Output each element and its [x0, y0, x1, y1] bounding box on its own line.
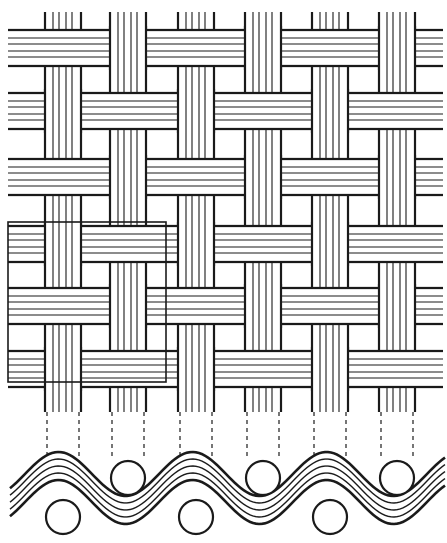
- warp-over-crossing: [110, 284, 146, 328]
- weft-yarn: [8, 159, 443, 195]
- warp-over-crossing: [245, 155, 281, 199]
- warp-over-crossing: [178, 89, 214, 133]
- warp-over-crossing: [245, 26, 281, 70]
- warp-over-crossing: [45, 89, 81, 133]
- warp-over-crossing: [312, 89, 348, 133]
- warp-over-crossing: [312, 222, 348, 266]
- warp-over-crossing: [245, 284, 281, 328]
- warp-over-crossing: [110, 155, 146, 199]
- warp-over-crossing: [379, 26, 415, 70]
- weft-yarn: [8, 288, 443, 324]
- warp-over-crossing: [110, 26, 146, 70]
- warp-yarn-circle: [380, 461, 414, 495]
- warp-yarn-circle: [246, 461, 280, 495]
- warp-yarn-circle: [313, 500, 347, 534]
- warp-over-crossing: [379, 284, 415, 328]
- warp-over-crossing: [312, 347, 348, 391]
- warp-over-crossing: [45, 222, 81, 266]
- warp-over-crossing: [178, 347, 214, 391]
- warp-over-crossing: [379, 155, 415, 199]
- warp-yarn-circle: [46, 500, 80, 534]
- warp-over-crossing: [178, 222, 214, 266]
- warp-yarn-circle: [179, 500, 213, 534]
- warp-over-crossing: [45, 347, 81, 391]
- warp-yarn-circle: [111, 461, 145, 495]
- weft-yarn: [8, 30, 443, 66]
